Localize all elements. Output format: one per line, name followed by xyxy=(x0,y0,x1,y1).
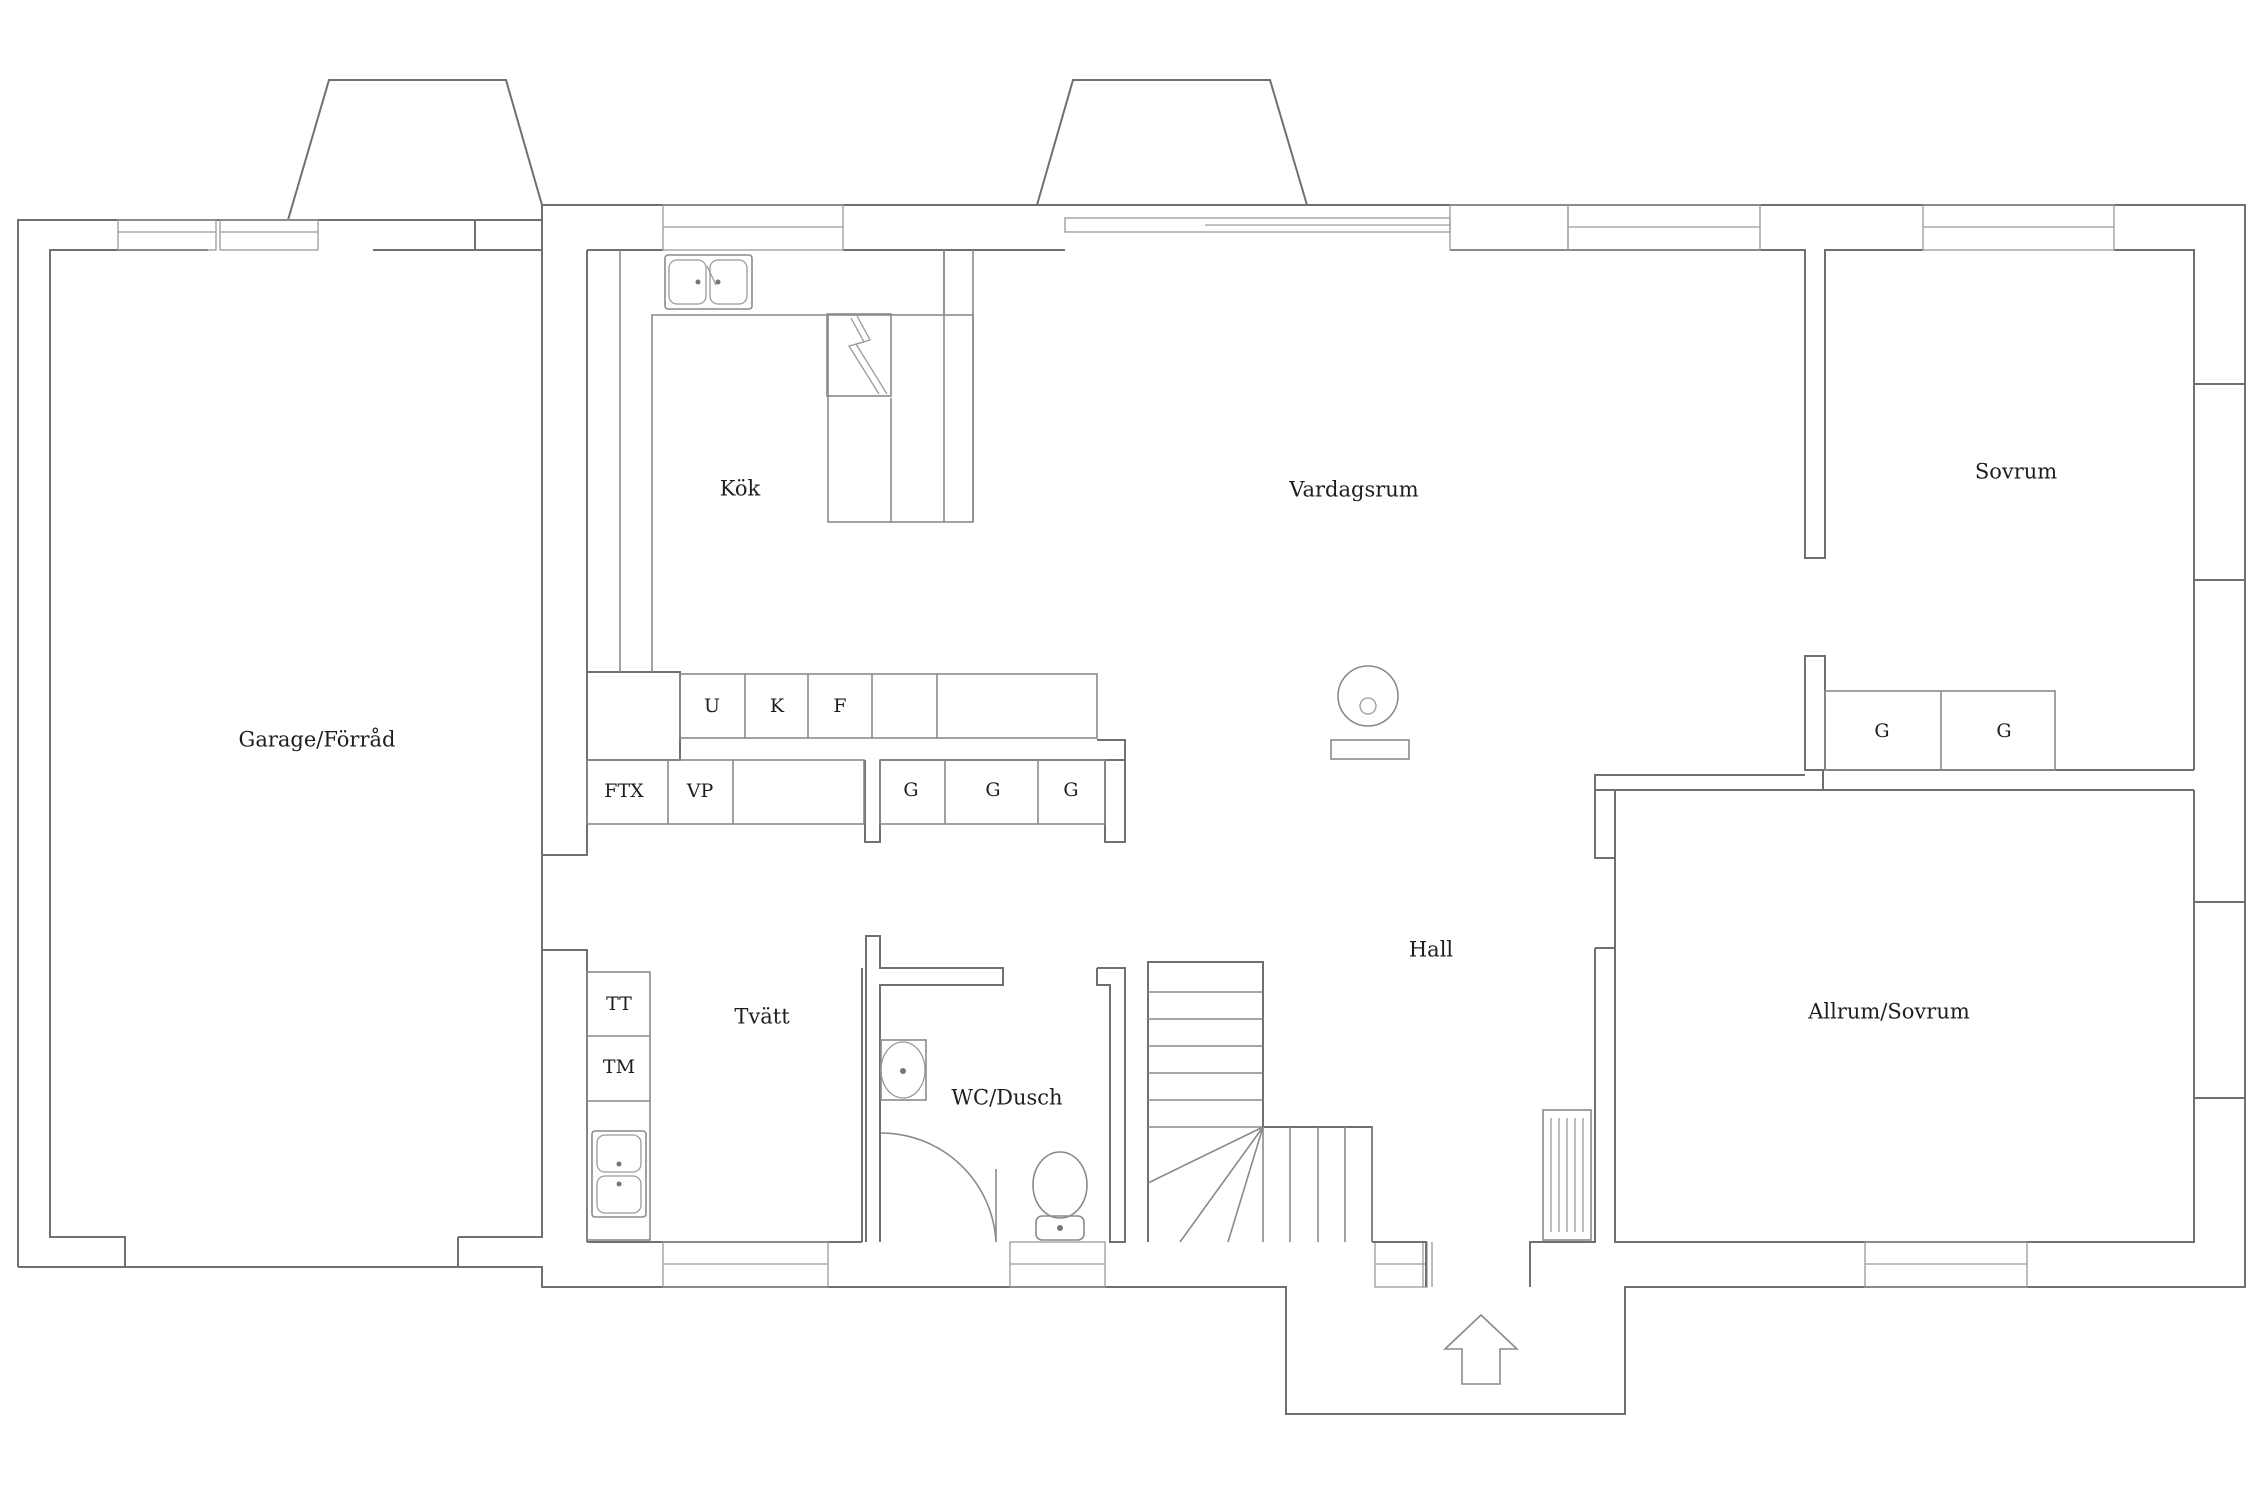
interior-walls xyxy=(542,655,2194,1287)
room-label-hall: Hall xyxy=(1409,938,1454,962)
kitchen-sink-icon xyxy=(664,254,753,310)
room-label-family-room: Allrum/Sovrum xyxy=(1807,1000,1970,1024)
room-label-living: Vardagsrum xyxy=(1288,478,1419,502)
kitchen-cabinetry xyxy=(586,250,1106,825)
wardrobe-label: G xyxy=(985,779,1000,801)
room-label-garage: Garage/Förråd xyxy=(239,728,396,752)
room-label-laundry: Tvätt xyxy=(734,1005,790,1029)
room-label-kitchen: Kök xyxy=(720,477,761,501)
bedroom-wardrobes xyxy=(1824,690,2056,771)
wardrobe-label: G xyxy=(1996,720,2011,742)
staircase-icon xyxy=(1147,991,1373,1243)
fixture-label-f: F xyxy=(833,695,846,717)
fixture-label-u: U xyxy=(704,695,720,717)
room-labels: Garage/Förråd Kök Vardagsrum Sovrum Tvät… xyxy=(239,460,2058,1110)
fixture-label-ftx: FTX xyxy=(604,780,644,802)
laundry-cabinetry xyxy=(586,971,651,1241)
exterior-walls xyxy=(17,204,2246,1415)
fixture-label-vp: VP xyxy=(686,780,714,802)
wardrobe-label: G xyxy=(1063,779,1078,801)
wardrobe-label: G xyxy=(903,779,918,801)
dormers xyxy=(287,79,1308,221)
radiator-icon xyxy=(1542,1109,1592,1241)
windows xyxy=(117,204,2115,1288)
washbasin-icon xyxy=(880,1039,927,1101)
fixture-label-tm: TM xyxy=(603,1056,635,1078)
fixture-labels: U K F FTX VP G G G G G TT TM xyxy=(603,695,2012,1078)
wardrobe-label: G xyxy=(1874,720,1889,742)
fixture-label-k: K xyxy=(770,695,785,717)
toilet-icon xyxy=(1032,1151,1088,1241)
fixture-label-tt: TT xyxy=(606,993,632,1015)
fireplace-icon xyxy=(1330,665,1410,760)
room-label-bedroom: Sovrum xyxy=(1975,460,2057,484)
room-label-wc: WC/Dusch xyxy=(951,1086,1062,1110)
stove-icon xyxy=(826,313,892,397)
entrance-arrow-icon xyxy=(1442,1313,1520,1385)
shower-door xyxy=(880,1132,997,1243)
laundry-sink-icon xyxy=(591,1130,647,1218)
